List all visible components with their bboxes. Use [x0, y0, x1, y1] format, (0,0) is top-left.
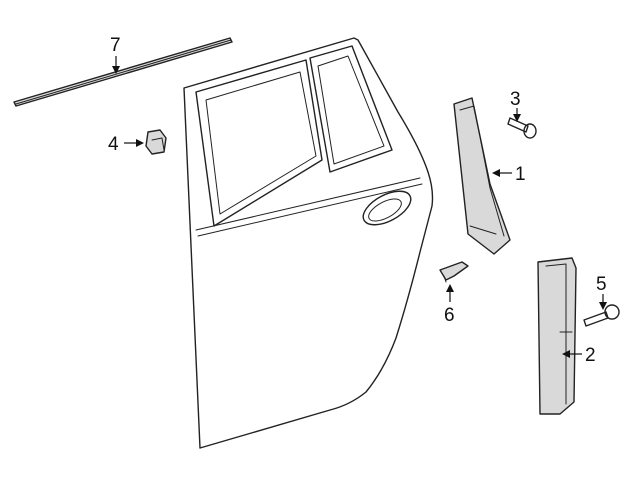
part-6-bracket: [439, 261, 469, 283]
part-2-applique: [537, 257, 577, 415]
callout-1: 1: [492, 164, 526, 185]
callout-3: 3: [510, 89, 521, 122]
callout-6: 6: [444, 284, 455, 326]
callout-5-label: 5: [596, 274, 607, 295]
callout-7: 7: [110, 35, 121, 74]
callout-4-label: 4: [108, 134, 119, 155]
callout-3-label: 3: [510, 89, 521, 110]
callout-5: 5: [596, 274, 607, 310]
rear-door: [183, 37, 434, 449]
callout-2: 2: [562, 345, 596, 366]
callout-2-label: 2: [585, 345, 596, 366]
callout-4: 4: [108, 134, 144, 155]
part-5-bolt: [583, 304, 620, 327]
part-7-weatherstrip: [13, 37, 233, 107]
callout-7-label: 7: [110, 35, 121, 56]
callout-6-label: 6: [444, 305, 455, 326]
part-4-clip: [145, 129, 167, 155]
callout-1-label: 1: [515, 164, 526, 185]
part-3-bolt: [507, 117, 537, 139]
part-1-applique: [453, 97, 511, 255]
